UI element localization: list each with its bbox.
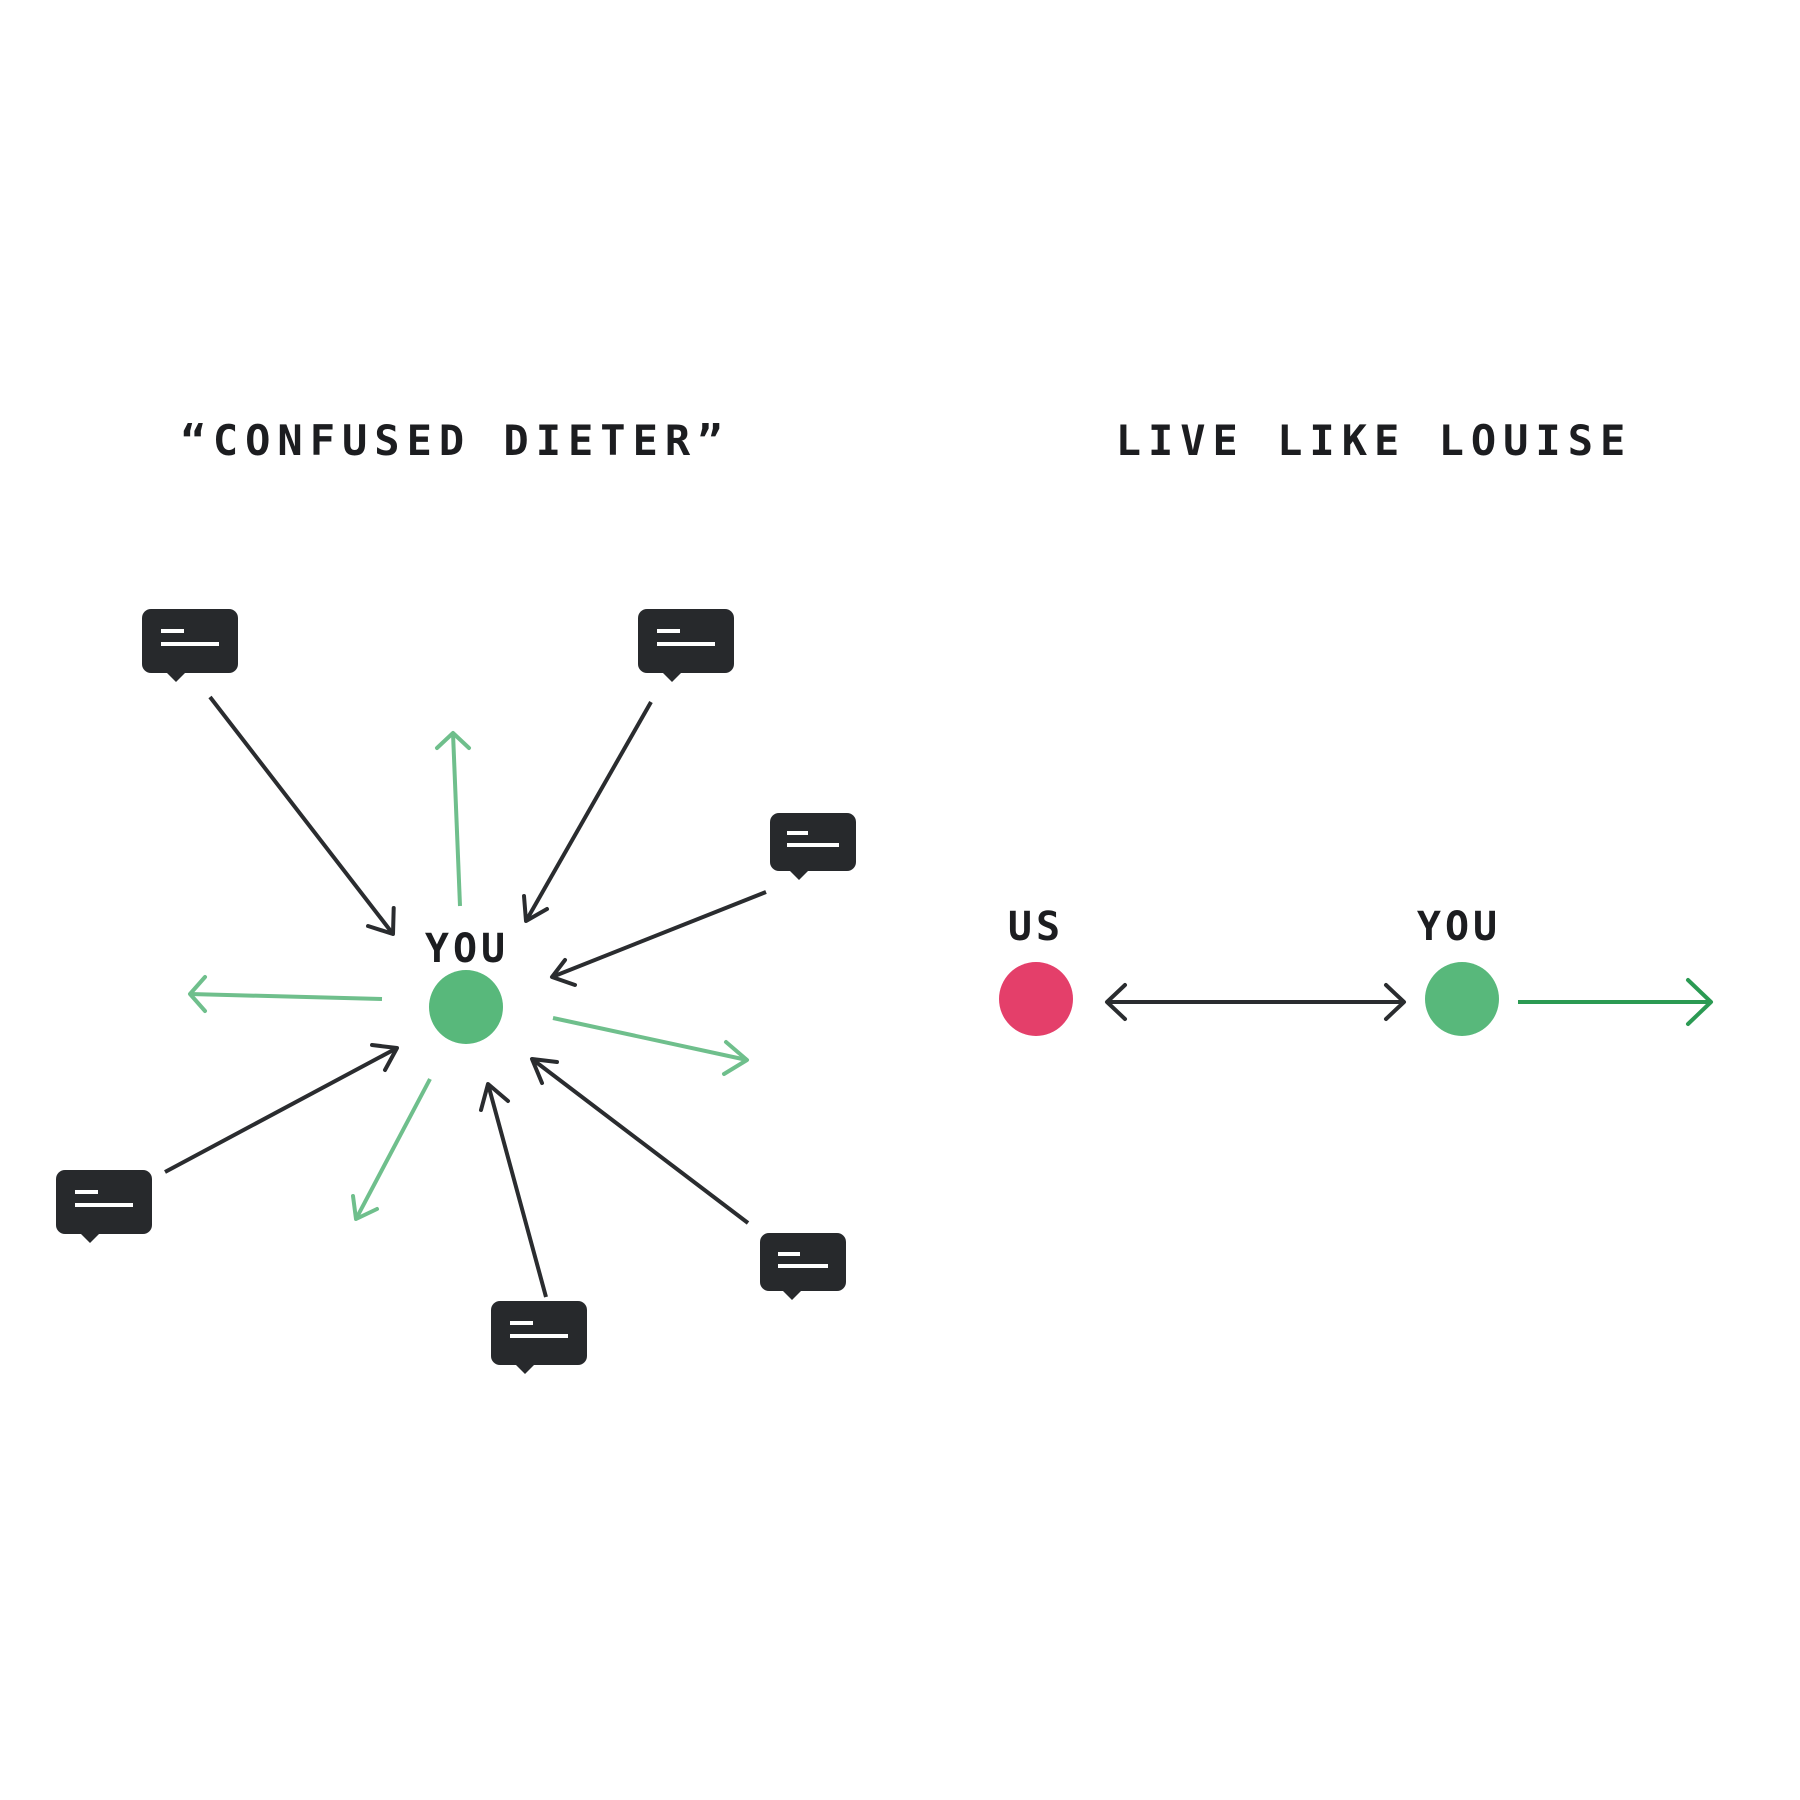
outgoing-arrow-up (435, 731, 471, 907)
incoming-arrow-right (550, 890, 767, 987)
you-label-right: YOU (1417, 904, 1501, 950)
bidirectional-arrow (1105, 983, 1406, 1021)
message-bubbles (56, 609, 856, 1374)
confused-dieter-title: “CONFUSED DIETER” (181, 416, 730, 465)
incoming-arrow-top-right (522, 701, 653, 923)
us-node (999, 962, 1073, 1036)
outgoing-arrow-down-left (351, 1078, 432, 1221)
speech-bubble-icon (638, 609, 734, 682)
outgoing-arrow-left (188, 975, 383, 1013)
outgoing-arrows (188, 731, 749, 1221)
incoming-arrows (164, 695, 767, 1298)
live-like-louise-panel: LIVE LIKE LOUISE US YOU (999, 416, 1713, 1036)
you-label-left: YOU (425, 926, 509, 972)
speech-bubble-icon (491, 1301, 587, 1374)
us-label: US (1008, 904, 1064, 950)
incoming-arrow-top-left (208, 695, 396, 936)
you-node-right (1425, 962, 1499, 1036)
speech-bubble-icon (56, 1170, 152, 1243)
incoming-arrow-bottom (479, 1082, 548, 1298)
forward-arrow (1518, 978, 1713, 1026)
outgoing-arrow-right (552, 1016, 749, 1076)
confused-dieter-panel: “CONFUSED DIETER” (56, 416, 856, 1374)
live-like-louise-title: LIVE LIKE LOUISE (1116, 416, 1633, 465)
speech-bubble-icon (760, 1233, 846, 1300)
incoming-arrow-bottom-right (530, 1057, 750, 1225)
speech-bubble-icon (770, 813, 856, 880)
you-node-left (429, 970, 503, 1044)
speech-bubble-icon (142, 609, 238, 682)
incoming-arrow-left (164, 1043, 399, 1174)
